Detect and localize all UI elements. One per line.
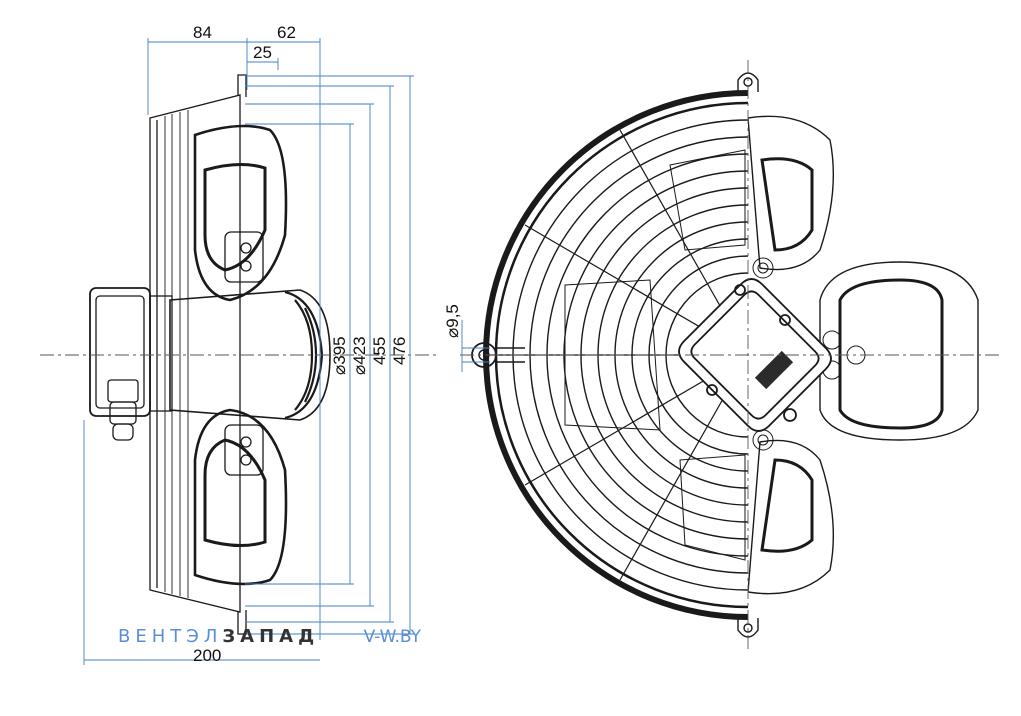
watermark: ВЕНТЭЛЗАПАД V-W.BY xyxy=(118,626,421,650)
dim-455: 455 xyxy=(370,337,389,365)
dimension-lines xyxy=(83,38,490,665)
dim-d423: ⌀423 xyxy=(350,336,369,375)
brand-logo xyxy=(754,350,794,390)
watermark-part2: ЗАПАД xyxy=(222,626,320,647)
dim-d395: ⌀395 xyxy=(330,336,349,375)
dim-62: 62 xyxy=(277,23,296,42)
dim-84: 84 xyxy=(193,23,212,42)
dim-200: 200 xyxy=(193,646,221,665)
dim-25: 25 xyxy=(253,43,272,62)
front-view-blades xyxy=(748,115,979,595)
dimension-labels: 84 62 25 200 ⌀395 ⌀423 455 476 ⌀9,5 xyxy=(193,23,462,665)
center-lines xyxy=(40,60,1000,650)
dim-hole-9-5: ⌀9,5 xyxy=(443,304,462,338)
watermark-part3: V-W.BY xyxy=(363,627,422,647)
side-view xyxy=(89,74,331,635)
dim-476: 476 xyxy=(390,337,409,365)
watermark-part1: ВЕНТЭЛ xyxy=(118,626,223,647)
